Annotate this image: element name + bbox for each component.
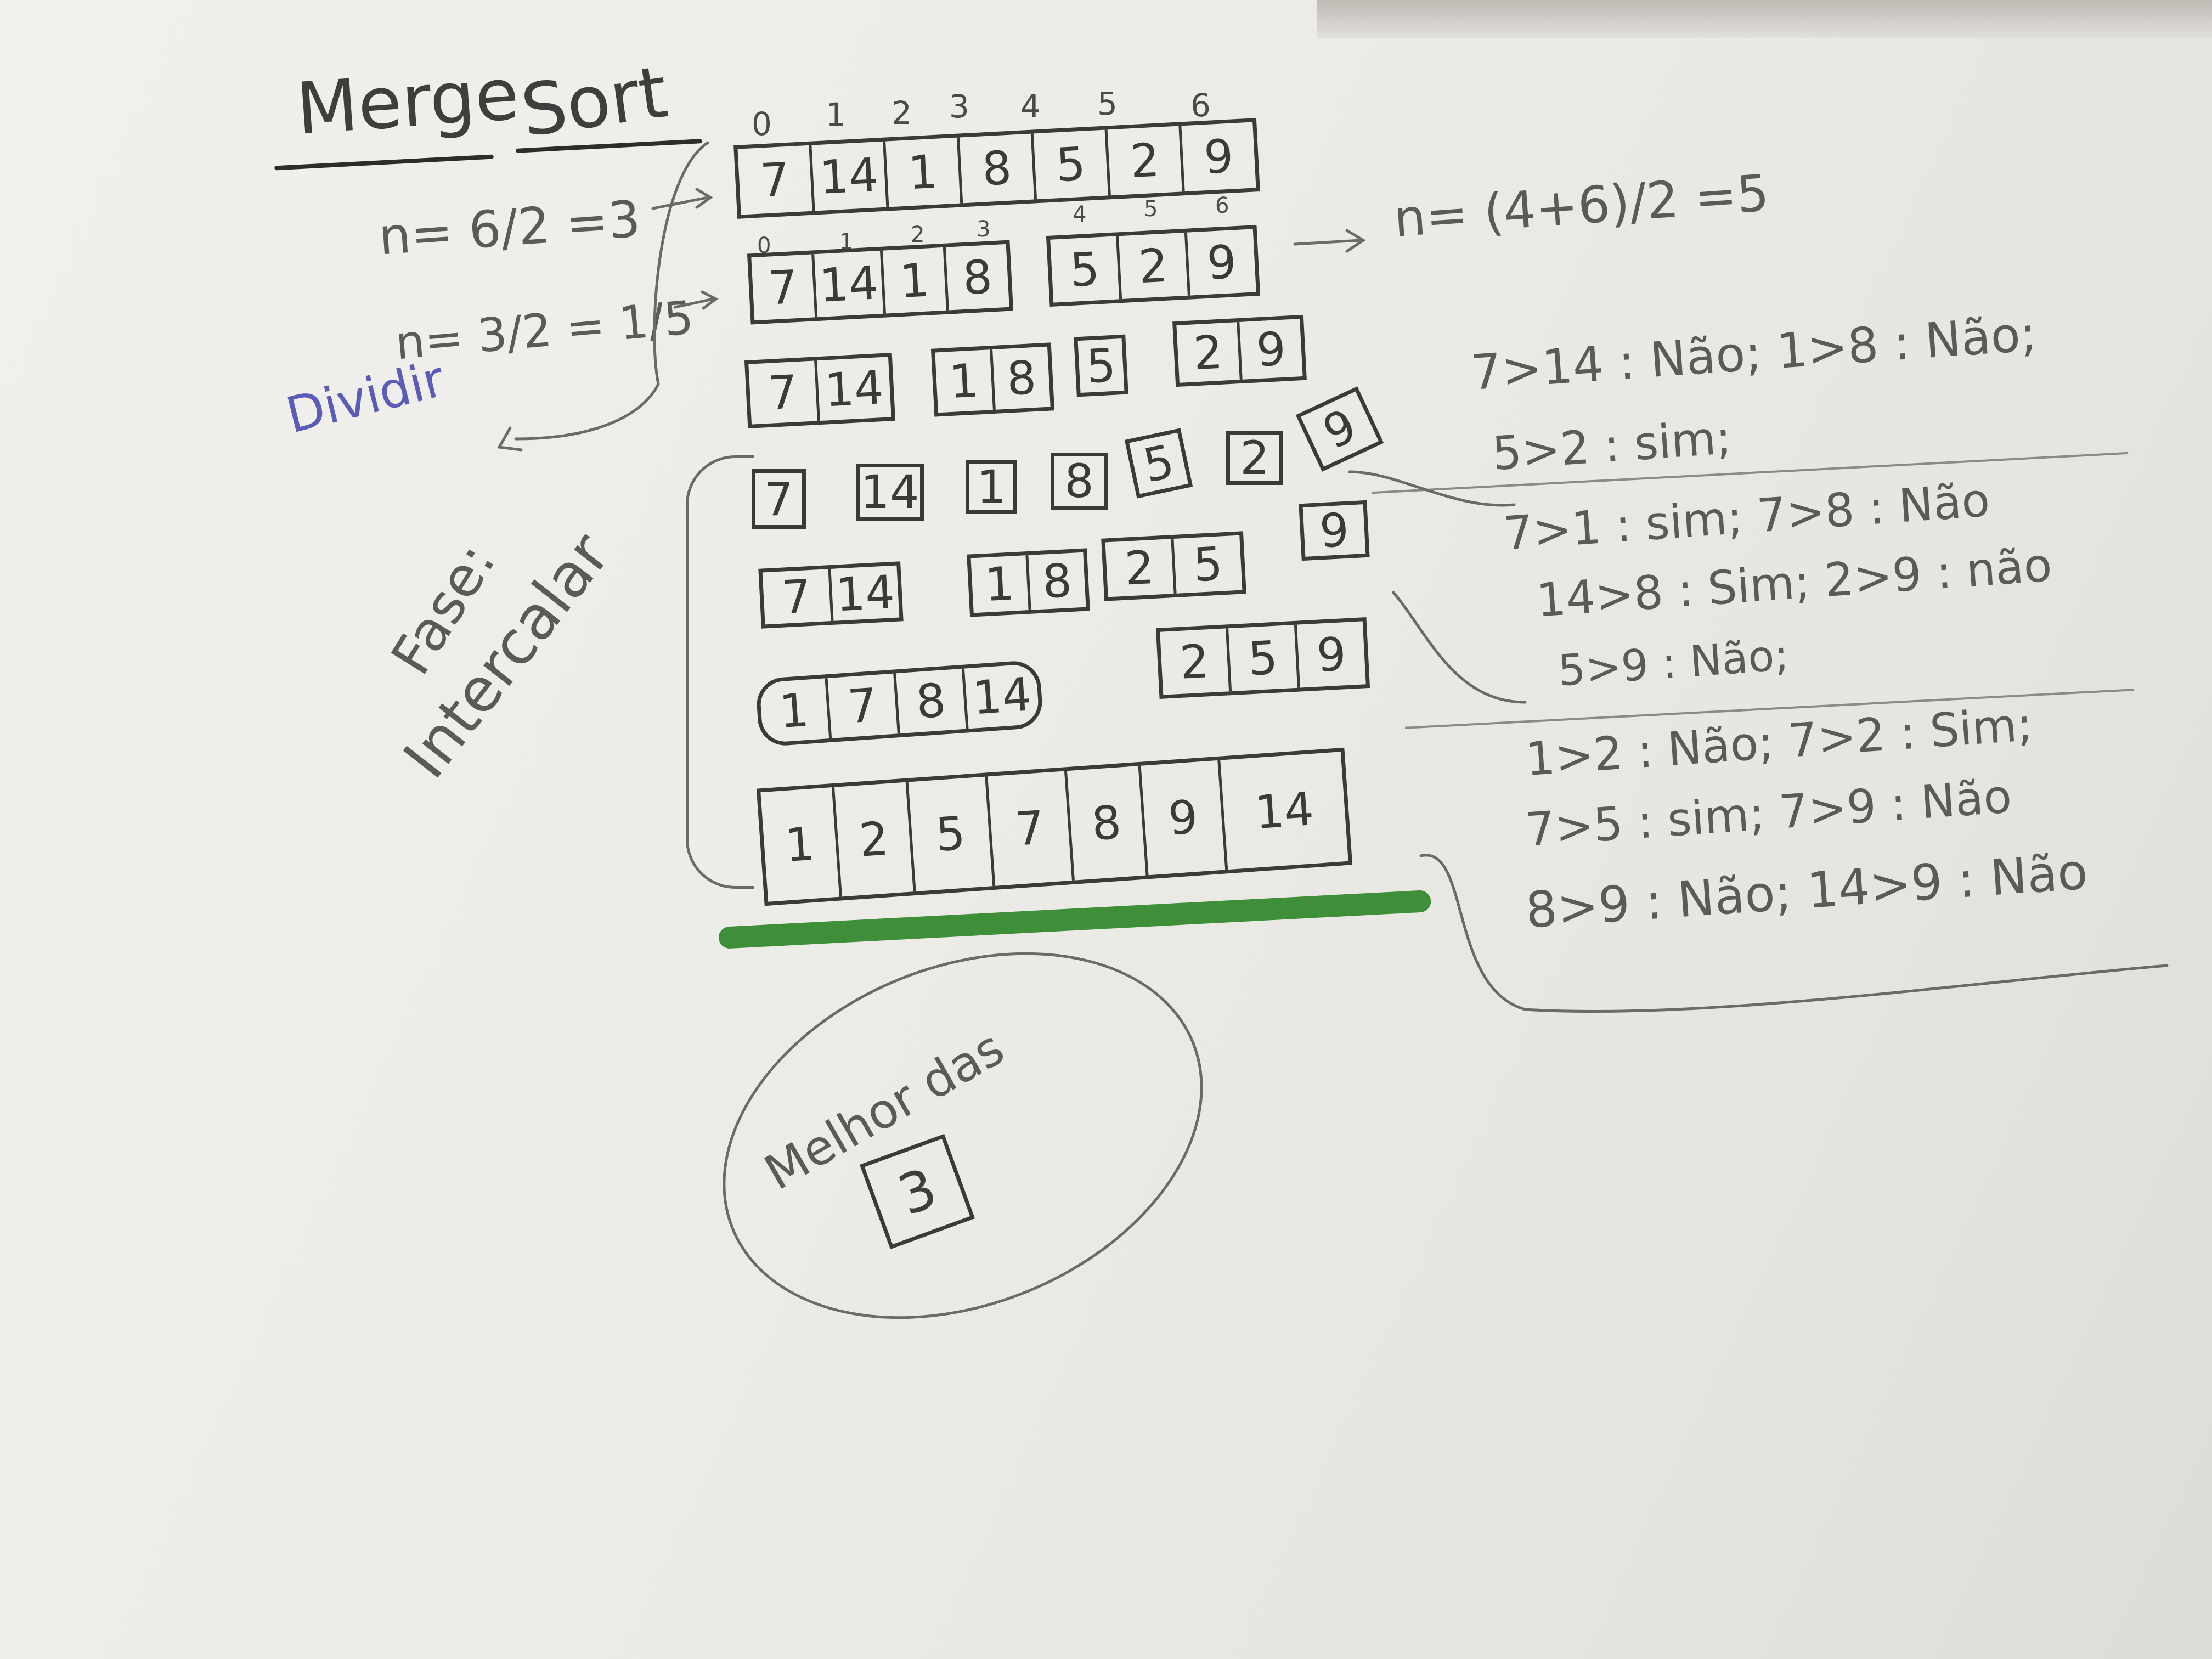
divide-row-4-array-d: 8 (1051, 453, 1108, 510)
sub-index-5: 5 (1144, 196, 1158, 222)
arrow-to-row2-head (701, 290, 719, 310)
array-cell: 8 (1064, 454, 1094, 508)
sub-index-6: 6 (1215, 193, 1229, 218)
index-4: 4 (1020, 88, 1041, 125)
divide-loop-head (496, 426, 523, 452)
sub-index-3: 3 (977, 217, 991, 242)
index-0: 0 (752, 105, 772, 143)
sub-index-4: 4 (1073, 202, 1087, 227)
arrow-row2-right (1293, 239, 1362, 246)
divide-row-4-array-f: 2 (1226, 431, 1283, 485)
arrow-to-row2 (673, 297, 715, 309)
arrow-to-row1 (651, 196, 709, 210)
index-2: 2 (891, 94, 912, 132)
compare-curve-1 (1348, 470, 1516, 507)
compare-curve-2 (1392, 591, 1527, 704)
sub-index-1: 1 (839, 229, 854, 255)
index-5: 5 (1097, 85, 1118, 122)
array-cell: 1 (977, 460, 1006, 514)
divide-row-4-array-b: 14 (856, 464, 924, 521)
array-cell: 2 (1240, 431, 1269, 485)
array-cell: 14 (860, 465, 919, 519)
index-1: 1 (826, 96, 846, 133)
array-cell: 7 (764, 472, 794, 526)
divide-row-4-array-c: 1 (966, 460, 1017, 514)
compare-curve-3 (1419, 854, 2169, 1013)
sub-index-2: 2 (911, 222, 925, 247)
divide-loop-curve (514, 141, 709, 441)
arrow-to-row1-head (695, 188, 713, 209)
index-6: 6 (1190, 87, 1211, 124)
arrow-row2-right-head (1345, 229, 1366, 253)
sub-index-0: 0 (757, 233, 771, 258)
background-strip (1317, 0, 2212, 38)
index-3: 3 (949, 88, 969, 125)
